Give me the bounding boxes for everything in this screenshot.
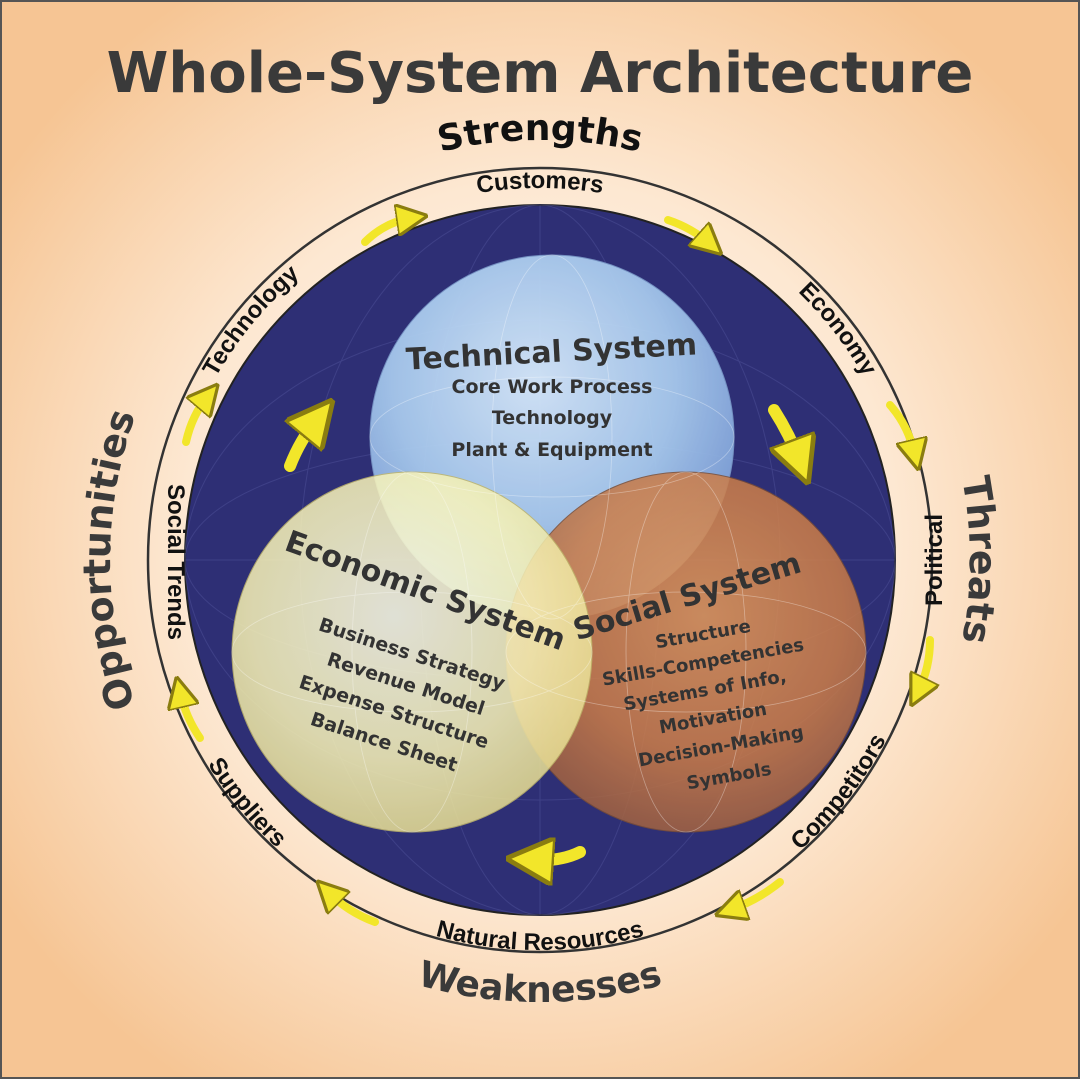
technical-system-items: Core Work Process Technology Plant & Equ… xyxy=(451,376,652,461)
inner-arrow-left xyxy=(284,418,318,472)
ring-label-social-trends: Social Trends xyxy=(162,484,189,640)
technical-item-2: Technology xyxy=(492,407,613,429)
ring-arrow-1 xyxy=(361,218,412,246)
ring-arrow-6 xyxy=(328,892,379,926)
ring-arrows xyxy=(180,216,930,926)
economic-sphere xyxy=(231,471,593,833)
ring-arrow-5 xyxy=(730,878,784,910)
ring-label-customers: Customers xyxy=(475,167,606,199)
swot-threats-text: Threats xyxy=(953,473,1005,647)
ring-label-political: Political xyxy=(921,514,948,606)
swot-threats: Threats xyxy=(953,473,1005,647)
ring-arrow-2 xyxy=(664,216,710,244)
technical-item-1: Core Work Process xyxy=(452,376,653,398)
ring-arrow-3 xyxy=(886,401,915,455)
inner-arrow-bottom xyxy=(530,852,586,860)
system-spheres xyxy=(231,254,867,833)
inner-arrows xyxy=(284,404,800,860)
page-title: Whole-System Architecture xyxy=(107,41,974,106)
ring-arrow-8 xyxy=(182,396,208,446)
inner-arrow-right xyxy=(768,404,800,462)
technical-item-3: Plant & Equipment xyxy=(451,439,652,461)
outer-ring xyxy=(146,166,934,954)
ring-arrow-7 xyxy=(180,692,204,742)
ring-arrow-4 xyxy=(918,636,930,692)
